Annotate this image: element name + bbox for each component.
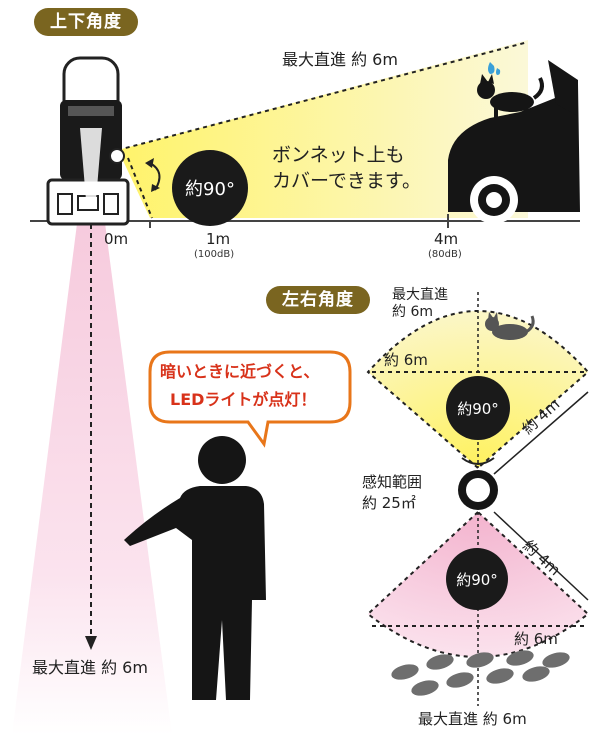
bubble-text-line2: LEDライトが点灯！ xyxy=(170,390,317,409)
area-label-line2: 約 25㎡ xyxy=(362,494,416,512)
top-width-label: 約 6m xyxy=(384,351,428,369)
tick-label-0m: 0m xyxy=(104,230,129,248)
bottom-range-label: 最大直進 約 6m xyxy=(418,710,527,728)
car-silhouette xyxy=(448,60,580,224)
bonnet-text-line1: ボンネット上も xyxy=(272,144,405,166)
top-angle-circle: 約90° xyxy=(446,376,510,440)
bubble-text-line1: 暗いときに近づくと、 xyxy=(160,362,320,381)
sensor-top-view xyxy=(458,470,498,510)
top-range-line1: 最大直進 xyxy=(392,287,448,303)
vertical-angle-badge: 上下角度 xyxy=(34,8,138,36)
vertical-range-label: 最大直進 約 6m xyxy=(282,50,398,69)
vertical-angle-circle: 約90° xyxy=(172,150,248,226)
cat-icon xyxy=(485,312,535,340)
person-silhouette xyxy=(124,436,266,700)
speech-bubble xyxy=(148,350,352,448)
bonnet-text-line2: カバーできます。 xyxy=(272,170,421,192)
area-label-line1: 感知範囲 xyxy=(362,473,423,491)
vertical-beam-edge xyxy=(117,41,529,151)
downward-beam xyxy=(12,200,172,733)
sensor-device xyxy=(46,56,130,226)
vertical-beam-edge-lower xyxy=(127,157,153,219)
sweat-drop-icon xyxy=(488,62,495,74)
cat-on-car xyxy=(477,74,544,118)
tick-label-1m: 1m xyxy=(206,230,231,248)
tick-sub-1m: (100dB) xyxy=(194,249,235,260)
tick-sub-4m: (80dB) xyxy=(428,249,462,260)
top-range-line2: 約 6m xyxy=(392,304,433,320)
downward-range-label: 最大直進 約 6m xyxy=(32,658,148,677)
tick-label-4m: 4m xyxy=(434,230,459,248)
bottom-angle-circle: 約90° xyxy=(446,548,508,610)
footprints-icon xyxy=(391,650,570,696)
horizontal-angle-badge: 左右角度 xyxy=(266,286,370,314)
bottom-width-label: 約 6m xyxy=(514,630,558,648)
